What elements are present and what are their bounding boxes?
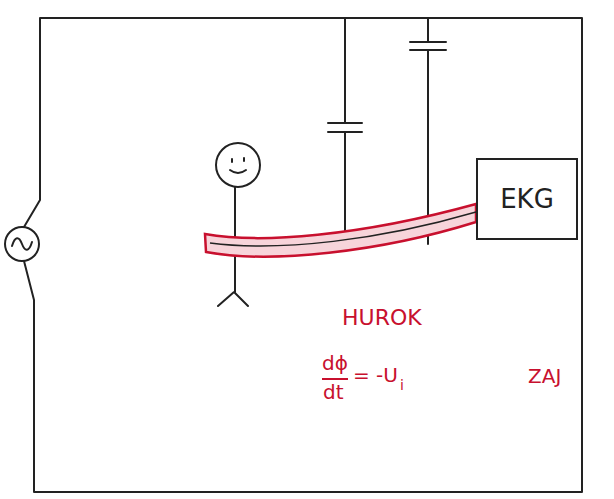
person-face bbox=[230, 158, 246, 173]
fraction-bar bbox=[322, 378, 348, 380]
device-box: EKG bbox=[476, 158, 578, 240]
person-head bbox=[216, 143, 260, 187]
capacitor-symbol bbox=[410, 18, 446, 244]
device-label: EKG bbox=[500, 184, 554, 214]
noise-note: ZAJ bbox=[528, 365, 561, 387]
formula-numerator: dϕ bbox=[322, 352, 348, 374]
ekg-cable bbox=[205, 204, 476, 257]
capacitor-symbol bbox=[328, 18, 362, 236]
formula-denominator: dt bbox=[323, 381, 344, 403]
formula-rhs: = -U bbox=[353, 364, 398, 386]
noise-label: HUROK bbox=[342, 306, 422, 330]
ac-symbol bbox=[12, 238, 32, 250]
ekg-cable-core bbox=[210, 212, 476, 246]
formula-subscript: i bbox=[400, 378, 404, 393]
circuit-wire bbox=[24, 18, 582, 492]
ac-source bbox=[5, 227, 39, 261]
